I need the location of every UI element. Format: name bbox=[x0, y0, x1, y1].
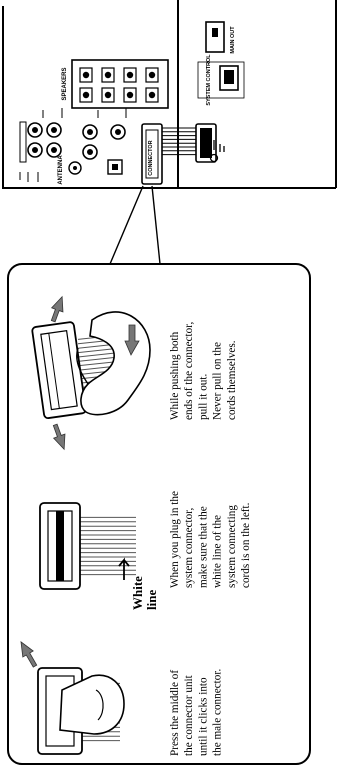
step-insert-text-line: the male connector. bbox=[212, 669, 224, 756]
callout-pointer bbox=[109, 185, 161, 265]
step-remove-text-line: ends of the connector, bbox=[183, 321, 195, 420]
connector-label: CONNECTOR bbox=[148, 140, 154, 175]
main-out-label: MAIN OUT bbox=[230, 26, 236, 54]
step-orient-text-line: system connecting bbox=[226, 505, 238, 588]
step-orient-text-line: white line of the bbox=[212, 515, 224, 588]
rca-jacks bbox=[19, 121, 126, 163]
antenna-terminals: ANTENNA bbox=[58, 155, 123, 185]
step-insert-illustration bbox=[20, 640, 125, 755]
ground-symbol bbox=[209, 140, 225, 163]
step-remove-text-line: Never pull on the bbox=[212, 342, 224, 420]
speakers-label: SPEAKERS bbox=[62, 67, 68, 100]
step-orient-text-line: cords is on the left. bbox=[240, 502, 252, 588]
system-control-label: SYSTEM CONTROL bbox=[206, 54, 212, 106]
step-remove-text-line: cords themselves. bbox=[226, 340, 238, 420]
system-connecting-cord bbox=[162, 127, 196, 156]
step-insert-text-line: the connector unit bbox=[183, 674, 195, 756]
white-line-callout-line: line bbox=[144, 590, 159, 610]
cabinet-edge bbox=[2, 6, 336, 189]
step-orient-text-line: make sure that the bbox=[197, 506, 209, 588]
step-insert-text-line: Press the middle of bbox=[169, 670, 181, 756]
system-control-jack: SYSTEM CONTROL bbox=[206, 54, 239, 106]
main-out-switch: MAIN OUT bbox=[205, 21, 236, 54]
step-remove-text-line: pull it out. bbox=[197, 373, 209, 420]
right-unit-connector bbox=[195, 123, 217, 163]
step-remove-text-line: While pushing both bbox=[169, 331, 181, 420]
speaker-terminals: SPEAKERS bbox=[62, 59, 169, 109]
panel-system-connector: CONNECTOR bbox=[141, 123, 163, 185]
step-remove-illustration bbox=[31, 295, 151, 451]
step-orient-text-line: system connector, bbox=[183, 507, 195, 588]
step-insert-text-line: until it clicks into bbox=[197, 677, 209, 756]
antenna-label: ANTENNA bbox=[58, 155, 64, 185]
step-orient-text-line: When you plug in the bbox=[169, 491, 181, 588]
step-orient-illustration bbox=[39, 502, 136, 590]
micro-labels bbox=[19, 108, 127, 182]
white-line-callout-line: White bbox=[130, 576, 145, 610]
rear-panel-illustration: SPEAKERS ANTENNA bbox=[2, 0, 337, 189]
